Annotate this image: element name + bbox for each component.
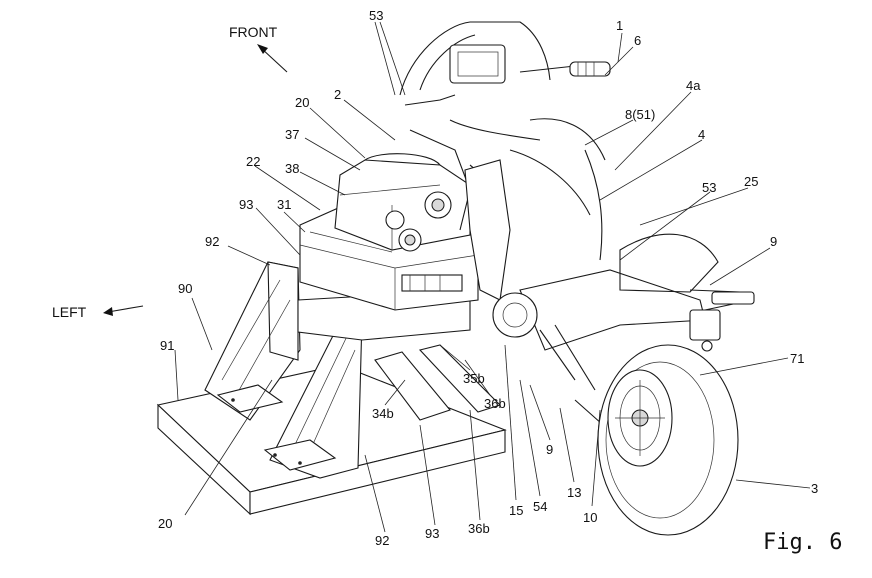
foot-pad-left [216,384,284,413]
left-direction-label: LEFT [52,304,87,320]
ref-label: 37 [285,127,299,142]
swingarm [519,269,706,351]
ref-label: 92 [375,533,389,548]
floor-rail-36b [418,344,502,413]
ref-label: 35b [463,371,485,386]
handle-grip [569,61,611,77]
ref-label: 13 [567,485,581,500]
instrument-display [449,44,506,84]
ref-label: 36b [484,396,506,411]
ref-label: 53 [369,8,383,23]
ref-label: 8(51) [625,107,655,122]
ref-label: 25 [744,174,758,189]
figure-label: Fig. 6 [763,530,842,555]
ref-label: 4 [698,127,705,142]
ref-label: 54 [533,499,547,514]
ref-label: 20 [295,95,309,110]
floor-rail-34b [374,351,451,421]
ref-label: 9 [770,234,777,249]
ref-label: 15 [509,503,523,518]
motor-housing [492,292,538,338]
ref-label: 92 [205,234,219,249]
foot-pad-right [263,439,337,471]
ref-label: 93 [425,526,439,541]
ref-label: 53 [702,180,716,195]
ref-label: 38 [285,161,299,176]
ref-label: 91 [160,338,174,353]
ref-label: 93 [239,197,253,212]
ref-label: 90 [178,281,192,296]
leader-lines [174,21,811,533]
ref-label: 4a [686,78,701,93]
front-fairing [399,21,611,301]
ref-label: 10 [583,510,597,525]
ref-label: 71 [790,351,804,366]
ref-label: 20 [158,516,172,531]
ref-label: 1 [616,18,623,33]
ref-label: 22 [246,154,260,169]
ref-label: 2 [334,87,341,102]
left-arrow [103,305,144,316]
front-arrow [257,44,288,73]
stand-jig [156,261,507,516]
ref-label: 6 [634,33,641,48]
drive-assembly [492,233,755,441]
rear-wheel [597,344,739,536]
ref-label: 9 [546,442,553,457]
footrest [711,291,755,305]
base-plate-side-edge [249,429,506,515]
left-frame-post [267,261,299,361]
ref-label: 31 [277,197,291,212]
ref-label: 34b [372,406,394,421]
rear-bracket [689,309,721,341]
reference-numerals: 53 1 6 4a 8(51) 4 25 53 9 71 3 20 2 37 3… [158,8,818,548]
ref-label: 3 [811,481,818,496]
battery-unit [299,153,479,311]
front-direction-label: FRONT [229,24,278,40]
ref-label: 36b [468,521,490,536]
